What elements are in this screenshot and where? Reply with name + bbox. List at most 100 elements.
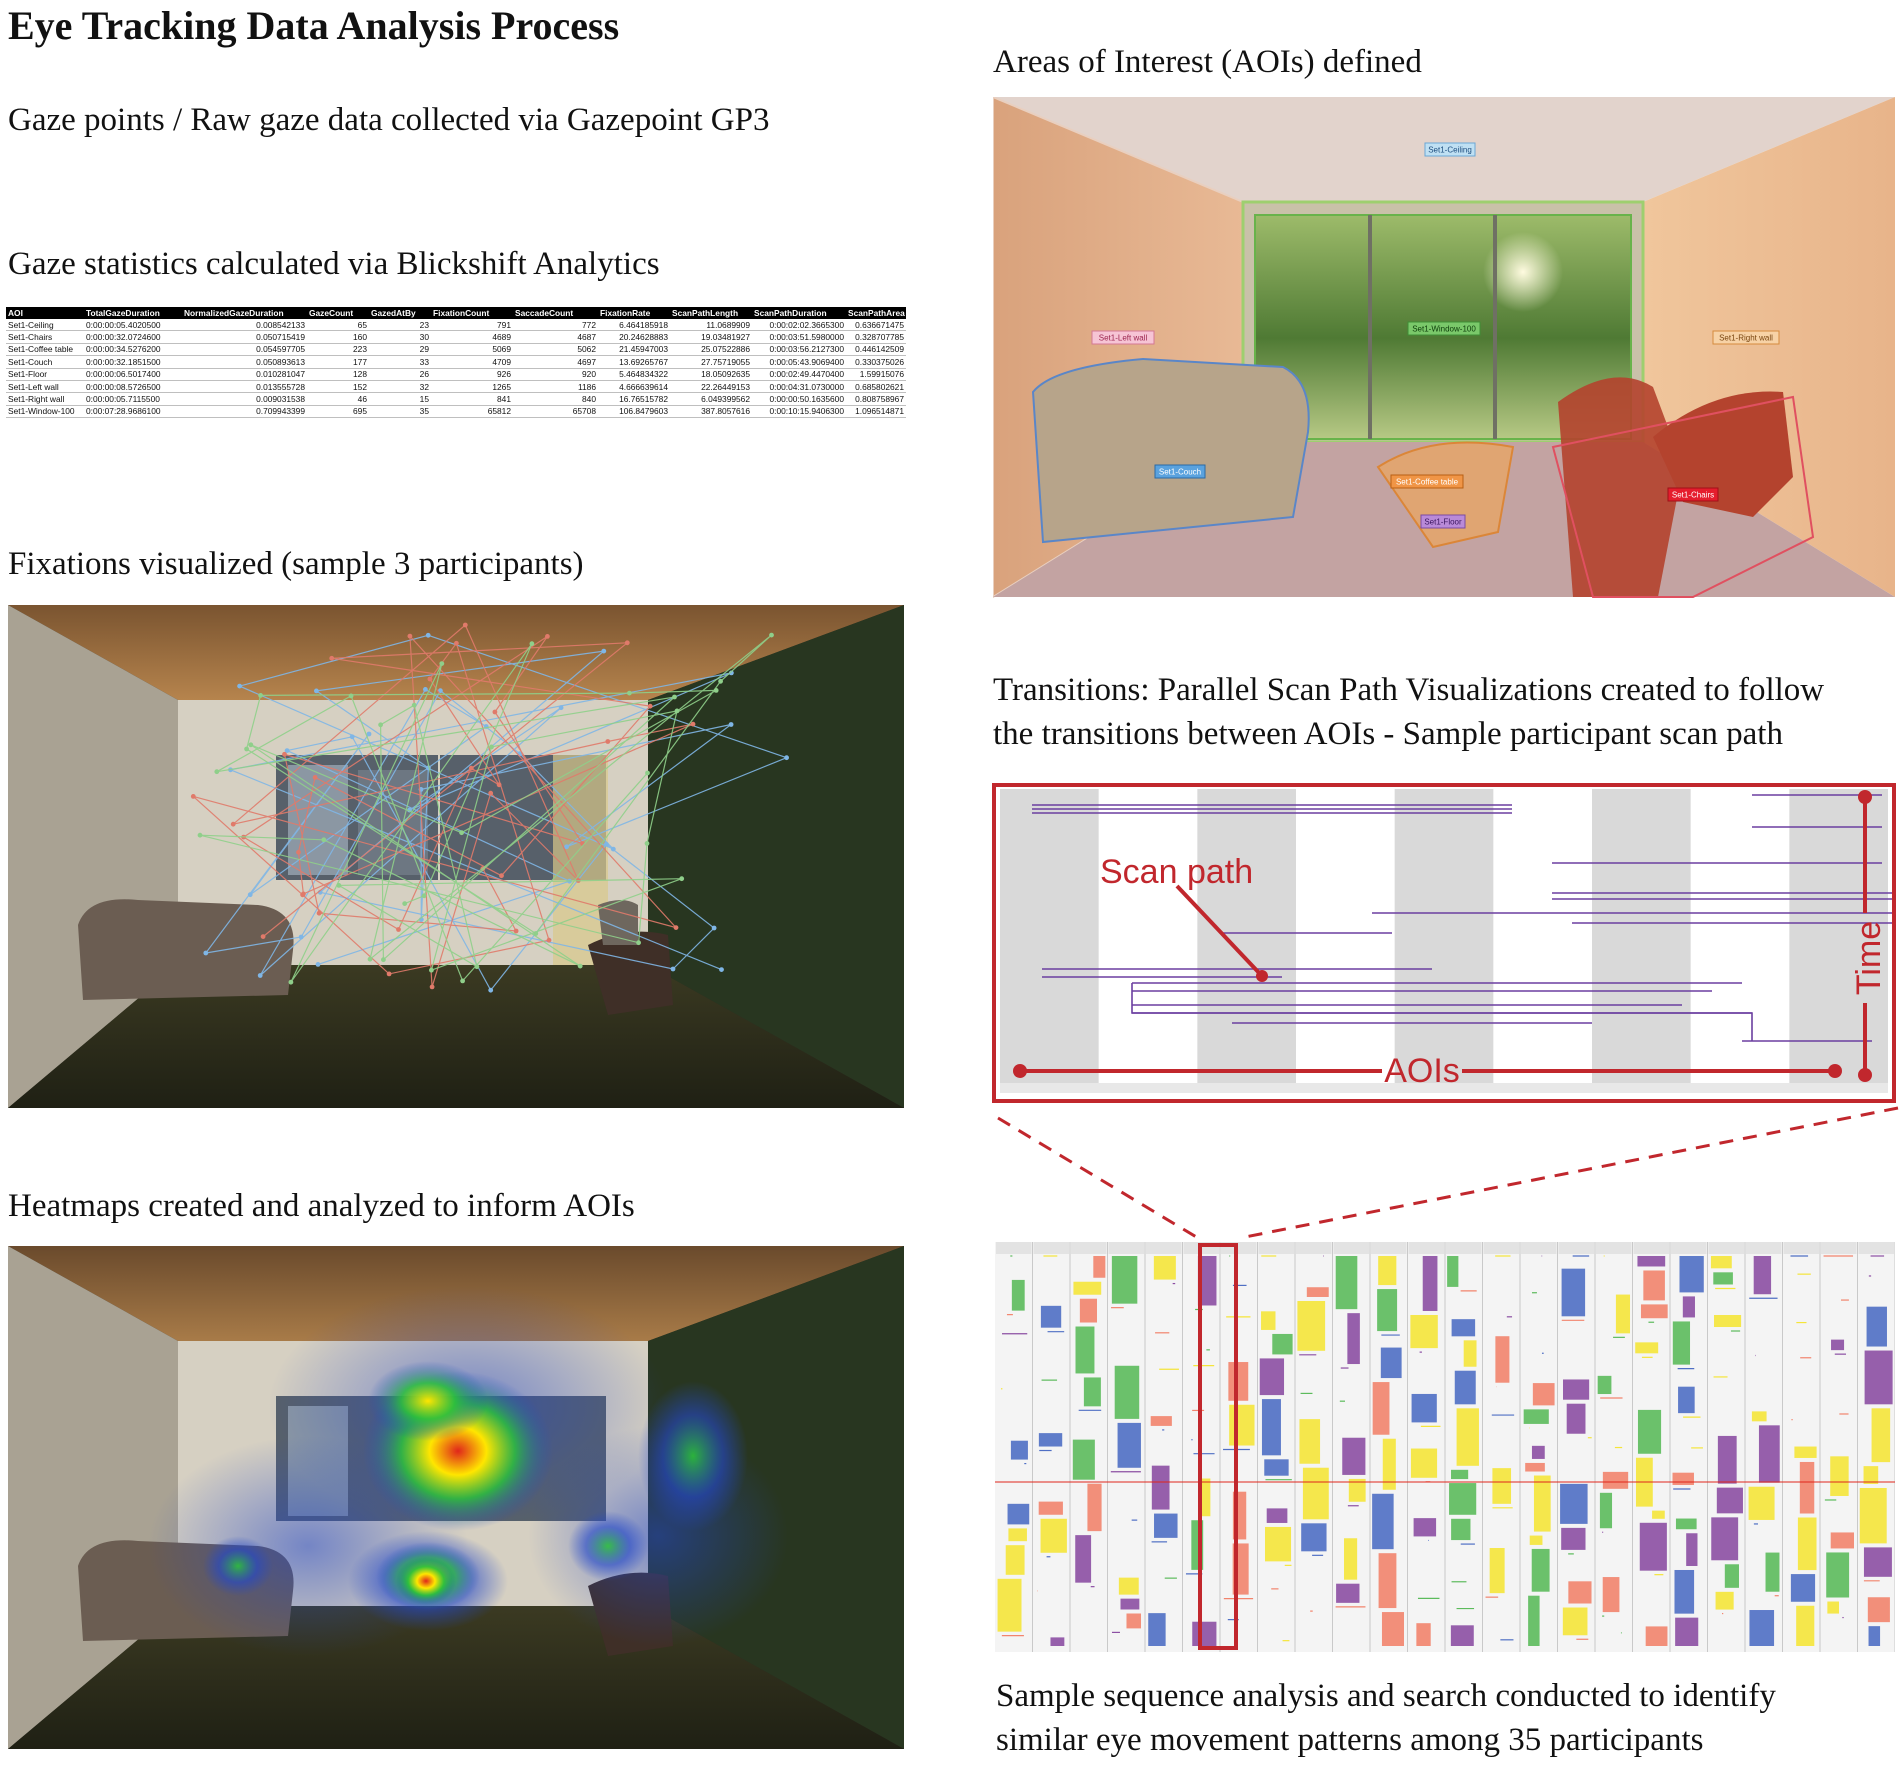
table-cell: 5062: [513, 343, 598, 357]
fixation-point: [248, 742, 254, 748]
sequence-block: [1117, 1422, 1141, 1468]
table-cell: 27.75719055: [670, 355, 752, 369]
sequence-block: [1826, 1552, 1850, 1598]
scan-segment: [1131, 983, 1753, 1041]
table-header-cell: ScanPathLength: [670, 307, 752, 319]
caption-sequence-2: similar eye movement patterns among 35 p…: [996, 1722, 1704, 1758]
fixation-point: [674, 708, 680, 714]
table-cell: 0:00:03:56.2127300: [752, 343, 846, 357]
sequence-block: [1261, 1399, 1281, 1456]
aoi-column: [1592, 789, 1691, 1083]
sequence-block: [1264, 1459, 1289, 1476]
table-header-cell: NormalizedGazeDuration: [182, 307, 307, 319]
sequence-block: [1529, 1535, 1543, 1545]
table-cell: 926: [431, 368, 513, 381]
aoi-image: Set1-Ceiling Set1-Left wall Set1-Window-…: [993, 97, 1895, 600]
sequence-block: [1416, 1623, 1431, 1646]
fixation-point: [429, 984, 435, 990]
table-cell: Set1-Ceiling: [6, 319, 84, 332]
table-cell: 0:00:00:08.5726500: [84, 380, 182, 394]
fixation-point: [546, 937, 552, 943]
sequence-block: [1560, 1483, 1588, 1524]
aoi-scene: Set1-Ceiling Set1-Left wall Set1-Window-…: [993, 97, 1895, 599]
fixation-point: [260, 934, 266, 939]
sequence-block: [1259, 1358, 1285, 1396]
ceiling: [8, 605, 904, 700]
fixation-point: [284, 748, 290, 753]
sequence-block: [1454, 1370, 1476, 1405]
participant-column-header: [1033, 1242, 1069, 1254]
fixation-point: [558, 705, 564, 711]
fixation-point: [439, 661, 445, 666]
table-cell: 16.76515782: [598, 392, 670, 406]
sequence-block: [1561, 1527, 1586, 1550]
table-header-cell: FixationRate: [598, 307, 670, 319]
sequence-block: [1072, 1439, 1095, 1480]
sequence-block: [1306, 1287, 1329, 1297]
sequence-block: [1599, 1492, 1613, 1529]
table-cell: 223: [307, 343, 369, 357]
table-header-cell: ScanPathDuration: [752, 307, 846, 319]
sequence-block: [1151, 1465, 1170, 1510]
sequence-block: [1639, 1522, 1667, 1571]
table-cell: 11.0689909: [670, 319, 752, 332]
sequence-block: [1652, 1510, 1665, 1519]
table-cell: 1265: [431, 380, 513, 394]
sequence-block: [1749, 1610, 1775, 1646]
table-cell: Set1-Couch: [6, 355, 84, 369]
participant-column-header: [1333, 1242, 1369, 1254]
table-cell: 0:00:05:43.9069400: [752, 355, 846, 369]
fixation-point: [729, 670, 734, 676]
aoi-label-coffee-table: Set1-Coffee table: [1396, 478, 1459, 487]
table-cell: 1.096514871: [846, 405, 906, 419]
sequence-block: [1197, 1256, 1217, 1306]
sequence-block: [1450, 1625, 1474, 1646]
table-cell: 0:00:00:34.5276200: [84, 343, 182, 357]
table-cell: 0:00:00:32.0724600: [84, 330, 182, 344]
participant-column-header: [1783, 1242, 1819, 1254]
time-axis-label: Time: [1850, 921, 1888, 995]
fixation-point: [244, 746, 250, 752]
caption-aois-defined: Areas of Interest (AOIs) defined: [993, 44, 1422, 80]
sequence-block: [1489, 1548, 1505, 1594]
sequence-block: [1381, 1612, 1405, 1646]
table-cell: 0:00:10:15.9406300: [752, 405, 846, 419]
fixation-point: [247, 892, 253, 898]
fixation-point: [713, 688, 719, 693]
right-wall: [648, 605, 904, 1108]
sequence-block: [1672, 1472, 1694, 1485]
fixation-point: [474, 964, 480, 970]
fixation-point: [429, 967, 434, 973]
table-cell: 5.464834322: [598, 368, 670, 381]
table-cell: 25.07522886: [670, 343, 752, 357]
table-cell: 0:00:03:51.5980000: [752, 330, 846, 344]
table-cell: 106.8479603: [598, 405, 670, 419]
table-cell: 0.685802621: [846, 380, 906, 394]
fixation-point: [402, 901, 408, 906]
table-cell: 772: [513, 319, 598, 332]
fixation-point: [288, 979, 294, 985]
aoi-column: [1197, 789, 1296, 1083]
fixation-paths: [190, 622, 789, 993]
table-cell: Set1-Coffee table: [6, 343, 84, 357]
scanpath-zoom: Scan path AOIs Time: [992, 783, 1896, 1103]
fixations-image: [8, 605, 904, 1108]
scan-path-label: Scan path: [1100, 853, 1253, 891]
fixation-point: [300, 892, 305, 898]
sequence-block: [1533, 1475, 1551, 1532]
table-cell: 0.050715419: [182, 330, 307, 344]
aoi-column: [1789, 789, 1888, 1083]
fixation-point: [679, 876, 685, 882]
participant-column-header: [996, 1242, 1032, 1254]
participant-column-header: [1596, 1242, 1632, 1254]
aoi-label-floor: Set1-Floor: [1424, 518, 1462, 527]
fixation-point: [496, 782, 502, 788]
sequence-block: [1118, 1577, 1139, 1595]
sequence-block: [1532, 1383, 1555, 1406]
table-cell: 5069: [431, 343, 513, 357]
table-cell: 152: [307, 380, 369, 394]
sequence-block: [1154, 1513, 1178, 1538]
